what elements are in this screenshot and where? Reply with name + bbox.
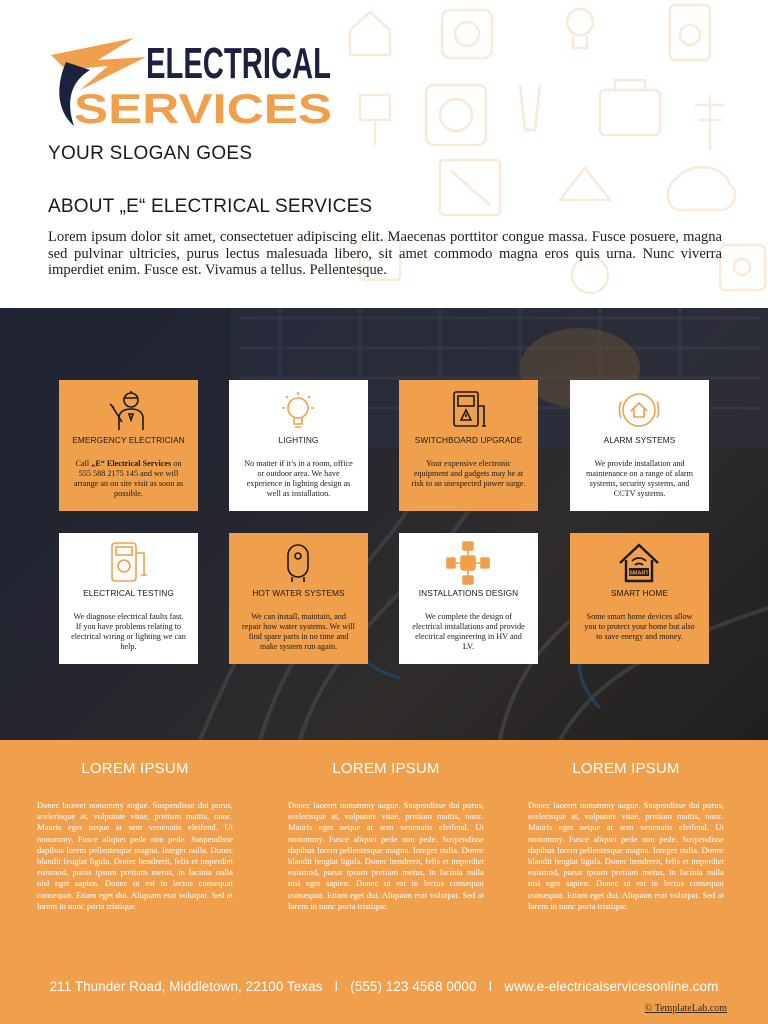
switchboard-icon bbox=[453, 391, 486, 427]
service-text: We diagnose electrical faults fast. If y… bbox=[71, 612, 186, 651]
service-title: EMERGENCY ELECTRICIAN bbox=[72, 435, 185, 445]
network-design-icon bbox=[446, 541, 490, 585]
service-card-alarm-systems[interactable]: ALARM SYSTEMS We provide installation an… bbox=[570, 380, 709, 511]
column-text: Donec laoreet nonummy augue. Suspendisse… bbox=[528, 800, 724, 911]
service-title: HOT WATER SYSTEMS bbox=[252, 588, 345, 598]
service-card-installations-design[interactable]: INSTALLATIONS DESIGN We complete the des… bbox=[399, 533, 538, 664]
address: 211 Thunder Road, Middletown, 22100 Texa… bbox=[49, 979, 323, 994]
about-title: ABOUT „E“ ELECTRICAL SERVICES bbox=[48, 196, 373, 217]
home-alarm-icon bbox=[618, 393, 660, 427]
water-heater-icon bbox=[287, 544, 309, 582]
service-title: SMART HOME bbox=[611, 588, 668, 598]
website-link[interactable]: www.e-electricalservicesonline.com bbox=[504, 979, 719, 994]
column-title: LOREM IPSUM bbox=[332, 760, 440, 777]
column-text: Donec laoreet nonummy augue. Suspendisse… bbox=[288, 800, 484, 911]
electrician-icon bbox=[109, 391, 144, 430]
contact-bar: 211 Thunder Road, Middletown, 22100 Texa… bbox=[0, 979, 768, 994]
smart-home-icon: SMART bbox=[619, 543, 659, 583]
info-column: LOREM IPSUM Donec laoreet nonummy augue.… bbox=[288, 760, 484, 912]
electrician-photo bbox=[0, 308, 768, 740]
logo-line2: SERVICES bbox=[74, 85, 332, 132]
service-title: ALARM SYSTEMS bbox=[603, 435, 676, 445]
credit-link[interactable]: © TemplateLab.com bbox=[644, 1003, 727, 1014]
service-text: We can install, maintain, and repair how… bbox=[242, 612, 355, 651]
service-card-hot-water-systems[interactable]: HOT WATER SYSTEMS We can install, mainta… bbox=[229, 533, 368, 664]
footer: LOREM IPSUM Donec laoreet nonummy augue.… bbox=[0, 740, 768, 1024]
service-title: INSTALLATIONS DESIGN bbox=[418, 588, 519, 598]
service-text: Call „E“ Electrical Services on 555 588 … bbox=[73, 459, 184, 498]
light-bulb-icon bbox=[282, 392, 314, 428]
service-text: Some smart home devices allow you to pro… bbox=[584, 612, 695, 641]
service-title: LIGHTING bbox=[278, 435, 319, 445]
service-text: Your expensive electronic equipment and … bbox=[411, 459, 526, 488]
service-text: We provide installation and maintenance … bbox=[585, 459, 694, 498]
slogan: YOUR SLOGAN GOES HERE! bbox=[48, 143, 253, 164]
company-logo: ELECTRICAL SERVICES bbox=[46, 30, 336, 132]
multimeter-icon bbox=[111, 542, 147, 582]
column-text: Donec laoreet nonummy augue. Suspendisse… bbox=[37, 800, 233, 911]
phone-number[interactable]: (555) 123 4568 0000 bbox=[350, 979, 477, 994]
info-column: LOREM IPSUM Donec laoreet nonummy augue.… bbox=[528, 760, 724, 912]
separator: I bbox=[488, 979, 493, 994]
service-text: No matter if it’s in a room, office or o… bbox=[244, 459, 353, 498]
service-card-electrical-testing[interactable]: ELECTRICAL TESTING We diagnose electrica… bbox=[59, 533, 198, 664]
column-title: LOREM IPSUM bbox=[81, 760, 189, 777]
service-title: SWITCHBOARD UPGRADE bbox=[414, 435, 523, 445]
separator: I bbox=[334, 979, 339, 994]
service-card-switchboard-upgrade[interactable]: SWITCHBOARD UPGRADE Your expensive elect… bbox=[399, 380, 538, 511]
lightning-bolt-icon bbox=[51, 38, 146, 90]
service-text: We complete the design of electrical ins… bbox=[412, 612, 525, 651]
service-card-lighting[interactable]: LIGHTING No matter if it’s in a room, of… bbox=[229, 380, 368, 511]
info-column: LOREM IPSUM Donec laoreet nonummy augue.… bbox=[37, 760, 233, 912]
service-card-smart-home[interactable]: SMART SMART HOME Some smart home devices… bbox=[570, 533, 709, 664]
service-card-emergency-electrician[interactable]: EMERGENCY ELECTRICIAN Call „E“ Electrica… bbox=[59, 380, 198, 511]
column-title: LOREM IPSUM bbox=[572, 760, 680, 777]
logo-line1: ELECTRICAL bbox=[146, 39, 331, 88]
background-pattern bbox=[348, 3, 767, 295]
services-photo-band: EMERGENCY ELECTRICIAN Call „E“ Electrica… bbox=[0, 308, 768, 740]
smart-badge: SMART bbox=[629, 571, 649, 577]
service-title: ELECTRICAL TESTING bbox=[83, 588, 174, 598]
about-text: Lorem ipsum dolor sit amet, consectetuer… bbox=[48, 229, 722, 278]
